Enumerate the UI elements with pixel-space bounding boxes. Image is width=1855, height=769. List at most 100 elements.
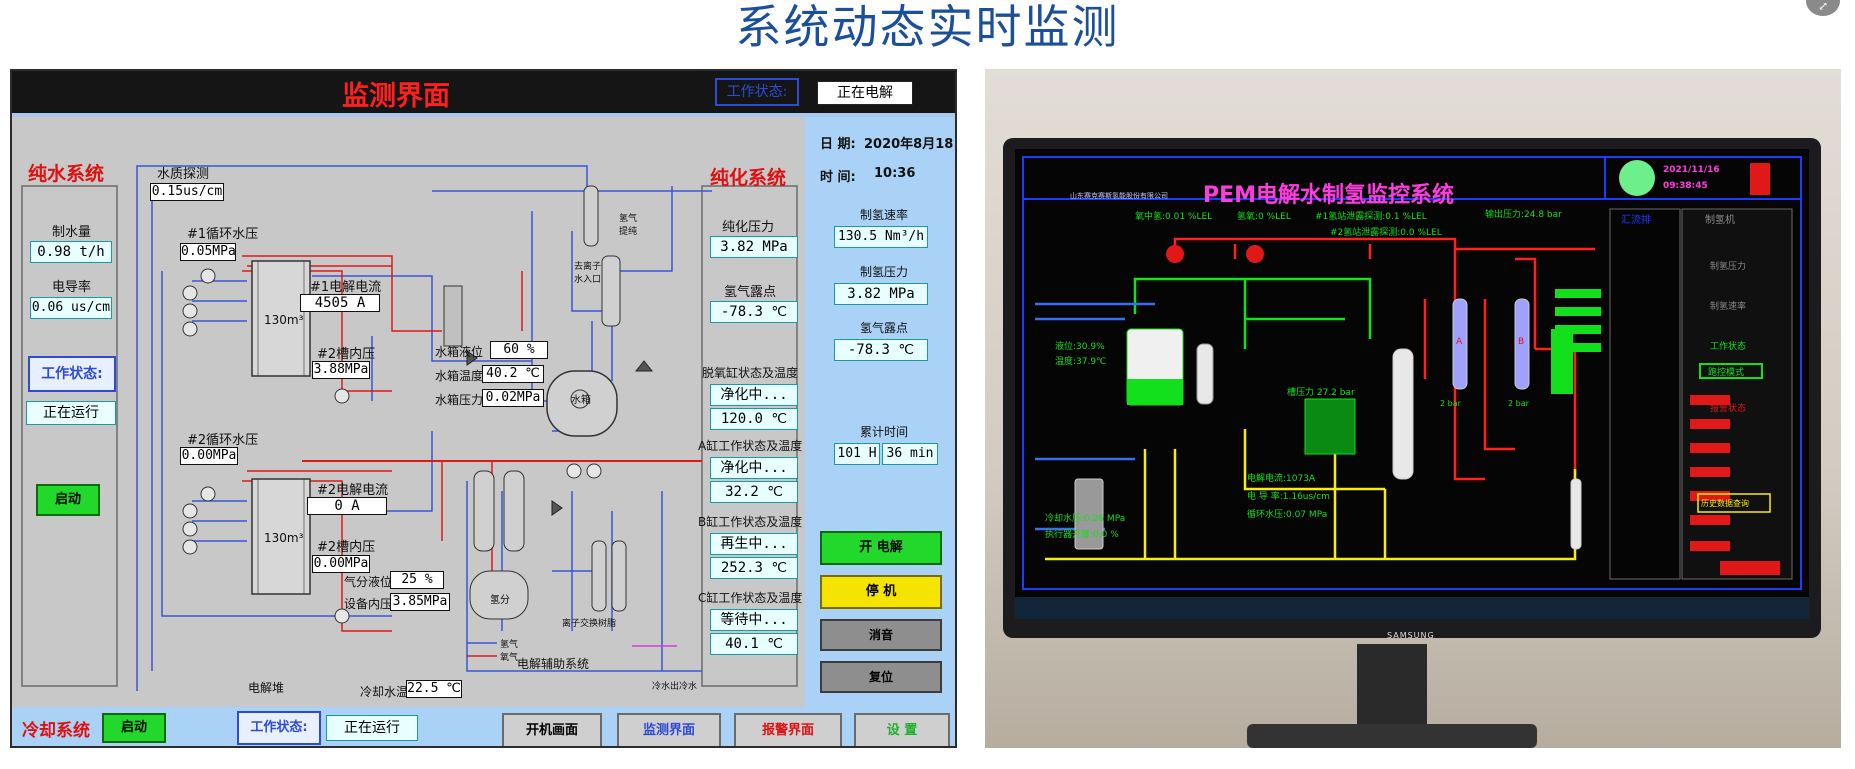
time-label: 时 间:	[820, 170, 856, 185]
cooling-water-temp-label: 冷却水温	[360, 685, 409, 699]
separator-level-label: 气分液位	[344, 575, 393, 589]
water-quality-probe-value: 0.15us/cm	[150, 183, 224, 201]
cumulative-time-label: 累计时间	[860, 425, 909, 439]
monitor-brand: SAMSUNG	[1387, 631, 1435, 640]
tank-temp-value: 40.2 ℃	[482, 365, 544, 383]
windows-taskbar	[1015, 597, 1809, 619]
equip-pressure-label: 设备内压	[344, 597, 393, 611]
b-cylinder-label: B缸工作状态及温度	[698, 515, 803, 529]
pem-temp-reading: 温度:37.9℃	[1055, 357, 1107, 367]
tank-pressure-label: 水箱压力	[435, 393, 484, 407]
h2-pressure-label: 制氢压力	[860, 265, 909, 279]
side-label-rate: 制氢速率	[1710, 302, 1747, 312]
electrolysis-current-reading: 电解电流:1073A	[1247, 474, 1316, 484]
a-cylinder-temp: 32.2 ℃	[710, 481, 798, 503]
a-vessel-pressure: 2 bar	[1440, 399, 1461, 408]
separator-level-value: 25 %	[390, 571, 444, 589]
pure-water-title: 纯水系统	[28, 163, 105, 185]
h2-pressure-value: 3.82 MPa	[834, 283, 928, 305]
history-query-button[interactable]: 历史数据查询	[1701, 499, 1749, 508]
side-label-state: 工作状态	[1710, 342, 1747, 352]
gas-analyzer-label: 氢气 提纯	[619, 214, 638, 237]
a-cylinder-label: A缸工作状态及温度	[698, 439, 803, 453]
cooling-water-temp-value: 22.5 ℃	[406, 680, 462, 698]
cooling-start-button[interactable]: 启动	[102, 713, 166, 743]
cooling-pressure-reading: 冷却水压:0.26 MPa	[1045, 514, 1126, 524]
tank-pressure-value: 0.02MPa	[482, 389, 544, 407]
deoxy-temp: 120.0 ℃	[710, 408, 798, 430]
header-status-value: 正在电解	[817, 81, 913, 105]
date-value: 2020年8月18日	[864, 137, 957, 152]
busbar-tab[interactable]: 汇流排	[1621, 215, 1651, 226]
cell2-current-value: 0 A	[307, 497, 387, 515]
cumulative-hours: 101 H	[834, 443, 880, 465]
scada-monitor-screen: 监测界面 工作状态: 正在电解	[10, 69, 957, 748]
legend-hydrogen: 氢气	[500, 640, 519, 650]
pem-conductivity-reading: 电 导 率:1.16us/cm	[1247, 492, 1330, 502]
purification-pressure-value: 3.82 MPa	[710, 236, 798, 258]
leak1-reading: #1氢站泄露探测:0.1 %LEL	[1315, 212, 1427, 222]
purification-dewpoint-value: -78.3 ℃	[710, 301, 798, 323]
tank-temp-label: 水箱温度	[435, 369, 484, 383]
tab-monitor-screen[interactable]: 监测界面	[617, 713, 721, 746]
reset-button[interactable]: 复位	[820, 661, 942, 693]
c-cylinder-label: C缸工作状态及温度	[698, 591, 803, 605]
tab-alarm-screen[interactable]: 报警界面	[734, 713, 842, 746]
cooling-status-label: 工作状态:	[237, 711, 321, 745]
water-output-label: 制水量	[52, 225, 92, 240]
circ1-pressure-value: 0.05MPa	[180, 243, 236, 261]
cooling-status-value: 正在运行	[326, 715, 418, 741]
tab-startup-screen[interactable]: 开机画面	[502, 713, 602, 746]
purification-dewpoint-label: 氢气露点	[724, 285, 777, 300]
mute-button[interactable]: 消音	[820, 619, 942, 651]
circ2-pressure-value: 0.00MPa	[180, 447, 238, 465]
o2-in-h2-reading: 氧中氢:0.01 %LEL	[1135, 212, 1213, 222]
start-electrolysis-button[interactable]: 开 电解	[820, 531, 942, 565]
h2-dewpoint-label: 氢气露点	[860, 321, 909, 335]
tab-settings[interactable]: 设 置	[854, 713, 950, 746]
b-vessel-pressure: 2 bar	[1508, 399, 1529, 408]
cell1-current-label: #1电解电流	[310, 280, 382, 295]
alarm-state-label: 报警状态	[1710, 404, 1747, 414]
tank-level-label: 水箱液位	[435, 345, 484, 359]
separator-label: 氢分	[490, 595, 510, 606]
h2-machine-tab[interactable]: 制氢机	[1705, 215, 1735, 226]
equip-pressure-value: 3.85MPa	[390, 593, 450, 611]
expand-icon[interactable]: ⤢	[1806, 0, 1840, 16]
cell2-volume: 130m³	[264, 531, 304, 545]
cooling-tower-label: 冷水出冷水	[652, 682, 698, 692]
c-cylinder-status: 等待中...	[710, 609, 798, 631]
water-quality-probe-label: 水质探测	[157, 167, 210, 182]
cell1-volume: 130m³	[264, 313, 304, 327]
pure-water-start-button[interactable]: 启动	[36, 484, 100, 516]
tank2-pressure-label: #2槽内压	[317, 347, 376, 362]
a-vessel-label: A	[1456, 337, 1463, 347]
output-pressure-reading: 输出压力:24.8 bar	[1485, 210, 1562, 220]
pem-hmi-diagram	[1022, 156, 1802, 590]
cell1-current-value: 4505 A	[300, 294, 380, 312]
cell2-current-label: #2电解电流	[317, 483, 389, 498]
stop-button[interactable]: 停 机	[820, 575, 942, 609]
company-logo-text: 山东赛克赛斯氢能股份有限公司	[1070, 192, 1168, 200]
stack-label: 电解堆	[248, 681, 285, 695]
tank-label: 水箱	[571, 395, 591, 406]
purification-title: 纯化系统	[710, 167, 787, 189]
water-output-value: 0.98 t/h	[30, 241, 112, 263]
ion-exchange-label: 离子交换树脂	[562, 619, 617, 629]
conductivity-value: 0.06 us/cm	[30, 297, 112, 319]
header-status-label: 工作状态:	[715, 78, 799, 106]
header-divider	[12, 113, 955, 117]
side-label-pressure: 制氢压力	[1710, 262, 1747, 272]
monitor-screen: 山东赛克赛斯氢能股份有限公司 PEM电解水制氢监控系统 2021/11/16 0…	[1015, 149, 1809, 619]
purification-pressure-label: 纯化压力	[722, 220, 775, 235]
process-piping-diagram	[21, 165, 798, 691]
conductivity-label: 电导率	[52, 280, 92, 295]
deoxy-status: 净化中...	[710, 384, 798, 406]
pure-water-status-label: 工作状态:	[28, 356, 116, 392]
page-title: 系统动态实时监测	[735, 0, 1120, 54]
h2-dewpoint-value: -78.3 ℃	[834, 339, 928, 361]
legend-oxygen: 氧气	[500, 653, 519, 663]
pem-time: 09:38:45	[1663, 181, 1708, 191]
monitor-photo: SAMSUNG	[985, 69, 1841, 748]
b-cylinder-status: 再生中...	[710, 533, 798, 555]
